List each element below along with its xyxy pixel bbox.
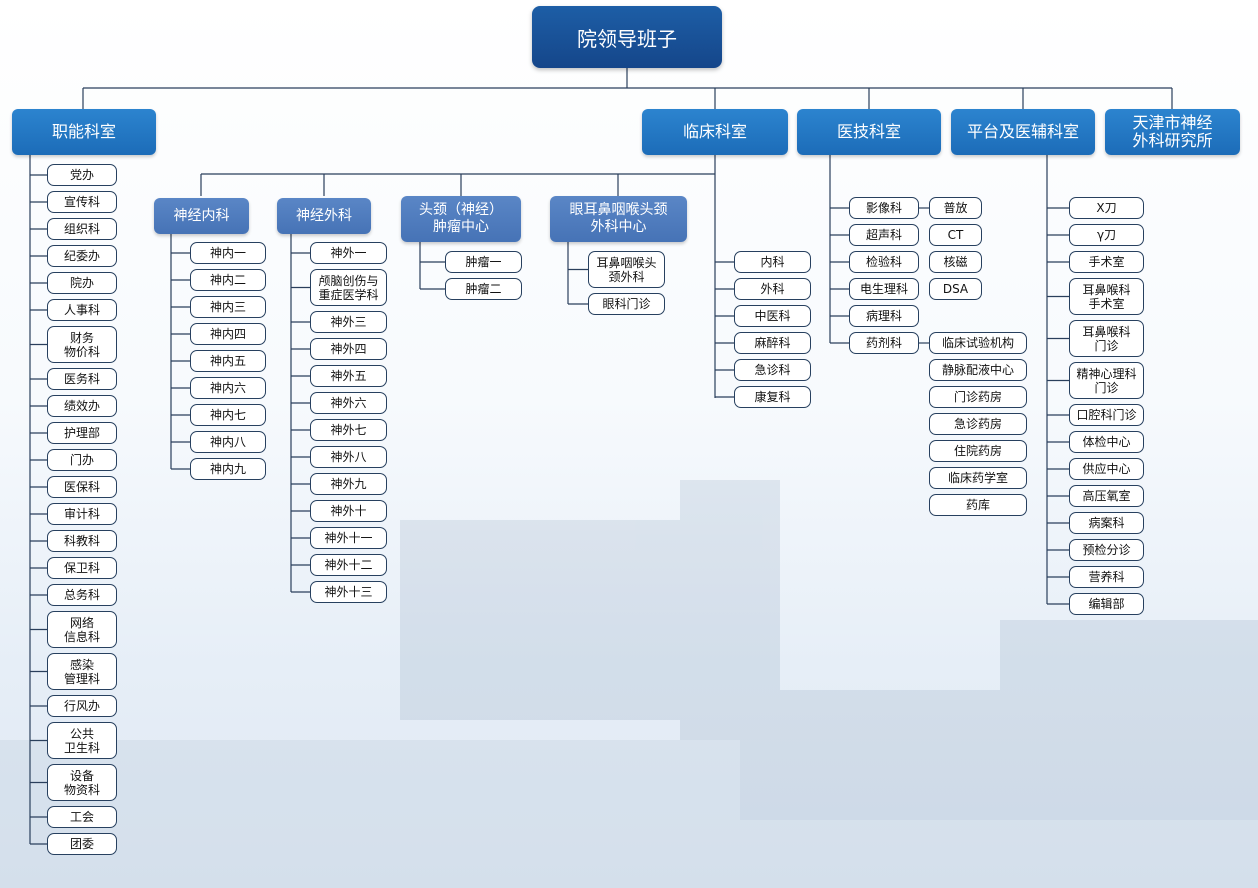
- imaging-sub-item[interactable]: CT: [929, 224, 982, 246]
- neurology-item[interactable]: 神内八: [190, 431, 266, 453]
- neurology-item[interactable]: 神内二: [190, 269, 266, 291]
- functional-dept-item[interactable]: 组织科: [47, 218, 117, 240]
- functional-dept-item[interactable]: 医务科: [47, 368, 117, 390]
- clinical-dept-item[interactable]: 中医科: [734, 305, 811, 327]
- functional-dept-item[interactable]: 工会: [47, 806, 117, 828]
- pharmacy-sub-item[interactable]: 药库: [929, 494, 1027, 516]
- platform-item[interactable]: 编辑部: [1069, 593, 1144, 615]
- category-clinical[interactable]: 临床科室: [642, 109, 788, 155]
- platform-item[interactable]: X刀: [1069, 197, 1144, 219]
- platform-item[interactable]: 供应中心: [1069, 458, 1144, 480]
- neurosurgery-item[interactable]: 神外七: [310, 419, 387, 441]
- neurology-item[interactable]: 神内五: [190, 350, 266, 372]
- root-leadership[interactable]: 院领导班子: [532, 6, 722, 68]
- platform-item[interactable]: 体检中心: [1069, 431, 1144, 453]
- neurosurgery-item[interactable]: 神外八: [310, 446, 387, 468]
- neurology-item[interactable]: 神内七: [190, 404, 266, 426]
- functional-dept-item[interactable]: 党办: [47, 164, 117, 186]
- neurology-item[interactable]: 神内九: [190, 458, 266, 480]
- imaging-sub-item[interactable]: 核磁: [929, 251, 982, 273]
- functional-dept-item[interactable]: 设备 物资科: [47, 764, 117, 801]
- functional-dept-item[interactable]: 财务 物价科: [47, 326, 117, 363]
- neurosurgery-item[interactable]: 神外十一: [310, 527, 387, 549]
- pharmacy-sub-item[interactable]: 住院药房: [929, 440, 1027, 462]
- platform-item[interactable]: 病案科: [1069, 512, 1144, 534]
- medtech-item[interactable]: 影像科: [849, 197, 919, 219]
- functional-dept-item[interactable]: 宣传科: [47, 191, 117, 213]
- category-platform-support[interactable]: 平台及医辅科室: [951, 109, 1095, 155]
- medtech-item[interactable]: 病理科: [849, 305, 919, 327]
- neurology-item[interactable]: 神内三: [190, 296, 266, 318]
- platform-item[interactable]: 耳鼻喉科 手术室: [1069, 278, 1144, 315]
- group-neurology[interactable]: 神经内科: [154, 198, 249, 234]
- clinical-dept-item[interactable]: 急诊科: [734, 359, 811, 381]
- functional-dept-item[interactable]: 审计科: [47, 503, 117, 525]
- platform-item[interactable]: 口腔科门诊: [1069, 404, 1144, 426]
- functional-dept-item[interactable]: 门办: [47, 449, 117, 471]
- medtech-item[interactable]: 检验科: [849, 251, 919, 273]
- neurosurgery-item[interactable]: 颅脑创伤与 重症医学科: [310, 269, 387, 306]
- clinical-dept-item[interactable]: 外科: [734, 278, 811, 300]
- ent-item[interactable]: 眼科门诊: [588, 293, 665, 315]
- neurosurgery-item[interactable]: 神外四: [310, 338, 387, 360]
- pharmacy-sub-item[interactable]: 门诊药房: [929, 386, 1027, 408]
- platform-item[interactable]: γ刀: [1069, 224, 1144, 246]
- medtech-item[interactable]: 电生理科: [849, 278, 919, 300]
- imaging-sub-item[interactable]: 普放: [929, 197, 982, 219]
- neurology-item[interactable]: 神内一: [190, 242, 266, 264]
- neurosurgery-item[interactable]: 神外十: [310, 500, 387, 522]
- clinical-dept-item[interactable]: 内科: [734, 251, 811, 273]
- neurosurgery-item[interactable]: 神外十二: [310, 554, 387, 576]
- platform-item[interactable]: 高压氧室: [1069, 485, 1144, 507]
- platform-item[interactable]: 营养科: [1069, 566, 1144, 588]
- neurosurgery-item[interactable]: 神外五: [310, 365, 387, 387]
- neurology-item[interactable]: 神内六: [190, 377, 266, 399]
- neurosurgery-item[interactable]: 神外三: [310, 311, 387, 333]
- neurosurgery-item[interactable]: 神外十三: [310, 581, 387, 603]
- functional-dept-item[interactable]: 公共 卫生科: [47, 722, 117, 759]
- pharmacy-sub-item[interactable]: 急诊药房: [929, 413, 1027, 435]
- functional-dept-item[interactable]: 医保科: [47, 476, 117, 498]
- oncology-item[interactable]: 肿瘤一: [445, 251, 522, 273]
- platform-item[interactable]: 手术室: [1069, 251, 1144, 273]
- functional-dept-item[interactable]: 团委: [47, 833, 117, 855]
- group-eye-ent[interactable]: 眼耳鼻咽喉头颈 外科中心: [550, 196, 687, 242]
- pharmacy-sub-item[interactable]: 静脉配液中心: [929, 359, 1027, 381]
- pharmacy-sub-item[interactable]: 临床试验机构: [929, 332, 1027, 354]
- neurosurgery-item[interactable]: 神外一: [310, 242, 387, 264]
- category-neurosurgery-institute[interactable]: 天津市神经 外科研究所: [1105, 109, 1240, 155]
- category-functional[interactable]: 职能科室: [12, 109, 156, 155]
- medtech-item[interactable]: 超声科: [849, 224, 919, 246]
- neurosurgery-item[interactable]: 神外九: [310, 473, 387, 495]
- functional-dept-item[interactable]: 保卫科: [47, 557, 117, 579]
- functional-dept-item[interactable]: 总务科: [47, 584, 117, 606]
- platform-item[interactable]: 精神心理科 门诊: [1069, 362, 1144, 399]
- functional-dept-item[interactable]: 感染 管理科: [47, 653, 117, 690]
- functional-dept-item[interactable]: 护理部: [47, 422, 117, 444]
- ent-item[interactable]: 耳鼻咽喉头 颈外科: [588, 251, 665, 288]
- category-medical-technology[interactable]: 医技科室: [797, 109, 941, 155]
- platform-item[interactable]: 预检分诊: [1069, 539, 1144, 561]
- functional-dept-item[interactable]: 纪委办: [47, 245, 117, 267]
- functional-dept-item[interactable]: 绩效办: [47, 395, 117, 417]
- imaging-sub-item[interactable]: DSA: [929, 278, 982, 300]
- functional-dept-item[interactable]: 科教科: [47, 530, 117, 552]
- pharmacy-sub-item[interactable]: 临床药学室: [929, 467, 1027, 489]
- group-neurosurgery[interactable]: 神经外科: [277, 198, 371, 234]
- functional-dept-item[interactable]: 网络 信息科: [47, 611, 117, 648]
- clinical-dept-item[interactable]: 康复科: [734, 386, 811, 408]
- neurosurgery-item[interactable]: 神外六: [310, 392, 387, 414]
- functional-dept-item[interactable]: 人事科: [47, 299, 117, 321]
- platform-item[interactable]: 耳鼻喉科 门诊: [1069, 320, 1144, 357]
- functional-dept-item[interactable]: 院办: [47, 272, 117, 294]
- oncology-item[interactable]: 肿瘤二: [445, 278, 522, 300]
- neurology-item[interactable]: 神内四: [190, 323, 266, 345]
- clinical-dept-item[interactable]: 麻醉科: [734, 332, 811, 354]
- medtech-item[interactable]: 药剂科: [849, 332, 919, 354]
- group-head-neck-oncology[interactable]: 头颈（神经） 肿瘤中心: [401, 196, 521, 242]
- functional-dept-item[interactable]: 行风办: [47, 695, 117, 717]
